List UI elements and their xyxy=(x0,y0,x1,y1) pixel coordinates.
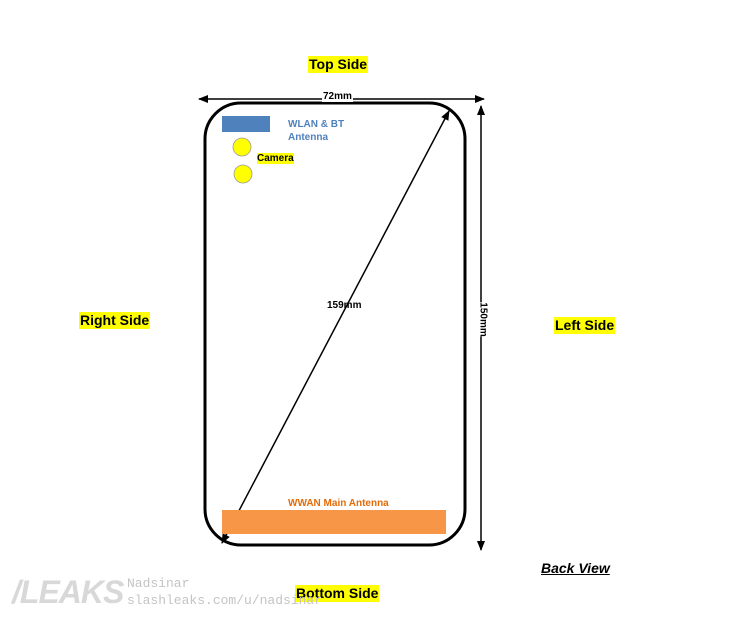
watermark-logo: /LEAKS xyxy=(12,574,124,610)
back-view-label: Back View xyxy=(541,560,610,576)
top-side-label: Top Side xyxy=(308,56,369,73)
wlan-label-line1: WLAN & BT xyxy=(288,119,345,130)
wlan-antenna xyxy=(222,116,270,132)
diagonal-label: 159mm xyxy=(327,300,362,311)
width-label: 72mm xyxy=(322,91,353,102)
diagonal-arrow xyxy=(221,110,450,544)
wwan-antenna xyxy=(222,510,446,534)
height-label: 150mm xyxy=(477,302,489,337)
watermark-user: Nadsinar xyxy=(127,576,190,591)
left-side-label: Left Side xyxy=(554,317,616,334)
camera-label: Camera xyxy=(257,153,294,164)
wwan-label: WWAN Main Antenna xyxy=(288,498,389,509)
wlan-label-line2: Antenna xyxy=(288,132,328,143)
bottom-side-label: Bottom Side xyxy=(295,585,380,602)
phone-outline xyxy=(203,101,467,547)
watermark-url: slashleaks.com/u/nadsinar xyxy=(127,593,323,608)
camera-lens-1 xyxy=(232,137,252,157)
camera-lens-2 xyxy=(233,164,253,184)
right-side-label: Right Side xyxy=(79,312,151,329)
